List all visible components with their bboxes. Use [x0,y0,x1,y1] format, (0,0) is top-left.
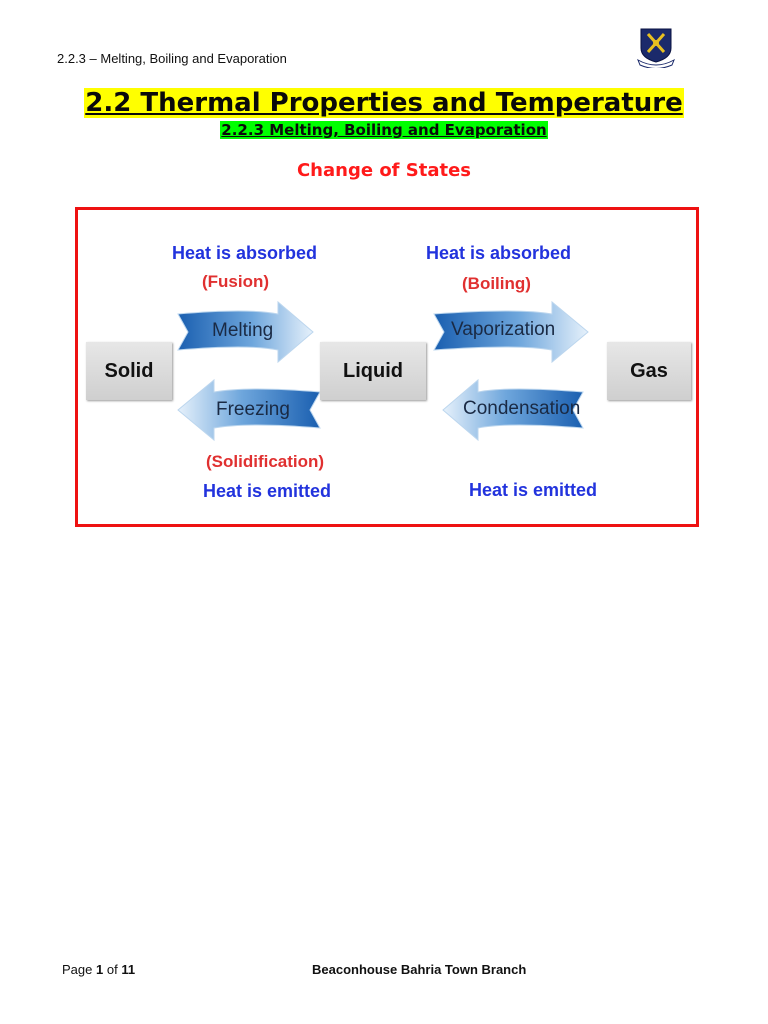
condensation-arrow [442,378,584,442]
boiling-label: (Boiling) [462,274,531,293]
page-title: 2.2 Thermal Properties and Temperature [0,88,768,118]
melting-label: Melting [212,320,274,341]
melting-heat-label: Heat is absorbed [172,243,318,263]
freezing-label: Freezing [216,399,290,420]
of-word: of [106,962,118,977]
branch-name: Beaconhouse Bahria Town Branch [312,962,527,977]
fusion-label: (Fusion) [202,272,270,291]
vaporization-arrow [433,300,589,364]
page-word: Page [62,962,93,977]
state-solid: Solid [86,342,172,400]
solidification-label: (Solidification) [206,452,325,471]
state-gas: Gas [607,342,691,400]
page-subtitle-text: 2.2.3 Melting, Boiling and Evaporation [220,121,548,139]
state-liquid: Liquid [320,342,426,400]
total-pages: 11 [121,962,136,977]
current-page: 1 [96,962,104,977]
vaporization-heat-label: Heat is absorbed [426,243,572,263]
condensation-label: Condensation [463,398,581,419]
section-title: Change of States [296,160,472,181]
diagram-arrows [177,300,589,442]
freezing-arrow [177,378,321,442]
melting-arrow [177,300,314,364]
page-number: Page 1 of 11 [62,962,135,977]
vaporization-label: Vaporization [451,319,556,340]
condensation-heat-label: Heat is emitted [469,480,598,500]
page-title-text: 2.2 Thermal Properties and Temperature [84,88,684,118]
change-of-states-diagram: Heat is absorbed (Fusion) Melting Heat i… [75,207,699,527]
freezing-heat-label: Heat is emitted [203,481,332,501]
school-crest-logo [636,26,676,69]
page-subtitle: 2.2.3 Melting, Boiling and Evaporation [0,121,768,140]
running-header: 2.2.3 – Melting, Boiling and Evaporation [57,51,287,66]
